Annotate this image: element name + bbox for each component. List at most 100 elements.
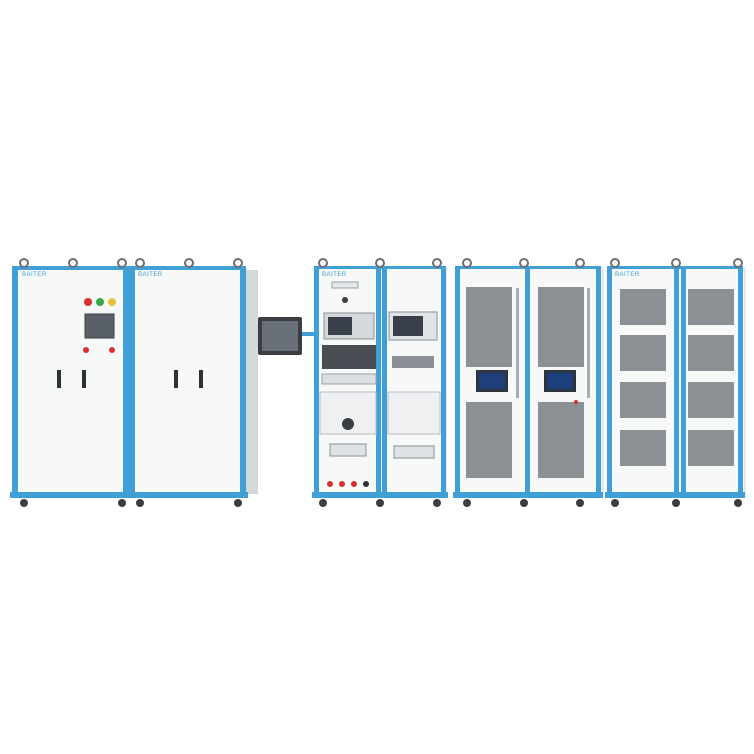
frame-post xyxy=(240,266,246,498)
blank-cabinet-body xyxy=(129,267,247,497)
lifting-eye xyxy=(233,258,243,268)
caster-wheel-icon xyxy=(520,499,528,507)
caster-wheel-icon xyxy=(376,499,384,507)
monitor-arm-group xyxy=(258,317,314,355)
vent-window xyxy=(688,289,734,325)
vent-window xyxy=(620,289,666,325)
top-rail xyxy=(455,266,601,269)
mesh-vent-panel xyxy=(538,287,584,367)
caster-wheel-icon xyxy=(611,499,619,507)
rack-body xyxy=(381,267,447,497)
caster-wheel-icon xyxy=(20,499,28,507)
brand-label: BAITER xyxy=(322,272,347,278)
caster-wheel-icon xyxy=(433,499,441,507)
caster-wheel-icon xyxy=(234,499,242,507)
base-rail xyxy=(312,492,448,498)
lifting-eye xyxy=(184,258,194,268)
frame-post xyxy=(674,266,679,498)
lifting-eye xyxy=(575,258,585,268)
mesh-cabinet-group xyxy=(453,258,604,507)
lamp-column xyxy=(516,288,519,398)
vent-window xyxy=(688,335,734,371)
frame-post xyxy=(441,266,446,498)
base-rail xyxy=(453,492,603,498)
door-handle xyxy=(57,370,61,388)
caster-wheel-icon xyxy=(576,499,584,507)
caster-wheel-icon xyxy=(319,499,327,507)
top-rail xyxy=(12,266,246,270)
mesh-vent-panel xyxy=(466,287,512,367)
frame-post xyxy=(607,266,612,498)
mesh-vent-panel xyxy=(538,402,584,478)
instrument-rack-group: BAITER xyxy=(312,258,448,507)
lifting-eye xyxy=(671,258,681,268)
control-cabinet-group: BAITER BAITER xyxy=(10,258,258,507)
lifting-eye xyxy=(19,258,29,268)
indicator-lamp-red-icon xyxy=(84,298,92,306)
switch-panel xyxy=(331,281,359,289)
indicator-lamp-yellow-icon xyxy=(108,298,116,306)
emergency-stop-icon xyxy=(83,347,89,353)
vent-window xyxy=(688,382,734,418)
monitor-screen xyxy=(262,321,298,351)
door-handle xyxy=(199,370,203,388)
terminal-post-red-icon xyxy=(351,481,357,487)
caster-wheel-icon xyxy=(118,499,126,507)
frame-post xyxy=(314,266,319,498)
frame-post xyxy=(129,266,135,498)
brand-label: BAITER xyxy=(615,272,640,278)
frame-post xyxy=(123,266,129,498)
relay-module xyxy=(322,345,376,369)
source-module xyxy=(392,356,434,368)
monitor-arm-bar xyxy=(300,332,314,336)
door-handle xyxy=(82,370,86,388)
reset-button-icon xyxy=(109,347,115,353)
brand-label: BAITER xyxy=(138,272,163,278)
frame-post xyxy=(681,266,686,498)
selector-switch-icon xyxy=(342,297,348,303)
lifting-eye xyxy=(68,258,78,268)
frame-post xyxy=(738,266,743,498)
terminal-strip xyxy=(321,373,377,385)
frame-post xyxy=(596,266,601,498)
door-handle xyxy=(174,370,178,388)
vent-window xyxy=(620,430,666,466)
caster-wheel-icon xyxy=(463,499,471,507)
cabinet-side-panel xyxy=(246,270,258,494)
lifting-eye xyxy=(462,258,472,268)
lifting-eye xyxy=(519,258,529,268)
terminal-post-red-icon xyxy=(339,481,345,487)
touch-screen xyxy=(547,373,573,389)
frame-post xyxy=(455,266,460,498)
vent-window xyxy=(620,382,666,418)
base-rail xyxy=(10,492,248,498)
oscilloscope-screen xyxy=(393,316,423,336)
window-cabinet-group: BAITER xyxy=(605,258,746,507)
indicator-lamp-green-icon xyxy=(96,298,104,306)
lamp-column xyxy=(587,288,590,398)
touch-panel-screen xyxy=(84,313,115,339)
display-module xyxy=(329,443,367,457)
lifting-eye xyxy=(375,258,385,268)
frame-post xyxy=(376,266,381,498)
touch-screen xyxy=(479,373,505,389)
analyzer-screen xyxy=(328,317,352,335)
lifting-eye xyxy=(135,258,145,268)
terminal-post-black-icon xyxy=(363,481,369,487)
knob-icon xyxy=(342,418,354,430)
lifting-eye xyxy=(117,258,127,268)
frame-post xyxy=(525,266,530,498)
frame-post xyxy=(12,266,18,498)
terminal-post-red-icon xyxy=(327,481,333,487)
lifting-eye xyxy=(610,258,620,268)
brand-label: BAITER xyxy=(22,272,47,278)
control-cabinet-body xyxy=(13,267,129,497)
caster-wheel-icon xyxy=(136,499,144,507)
caster-wheel-icon xyxy=(734,499,742,507)
mesh-vent-panel xyxy=(466,402,512,478)
caster-wheel-icon xyxy=(672,499,680,507)
vent-window xyxy=(688,430,734,466)
terminal-panel xyxy=(387,391,441,435)
status-lamp-red-icon xyxy=(574,400,578,404)
